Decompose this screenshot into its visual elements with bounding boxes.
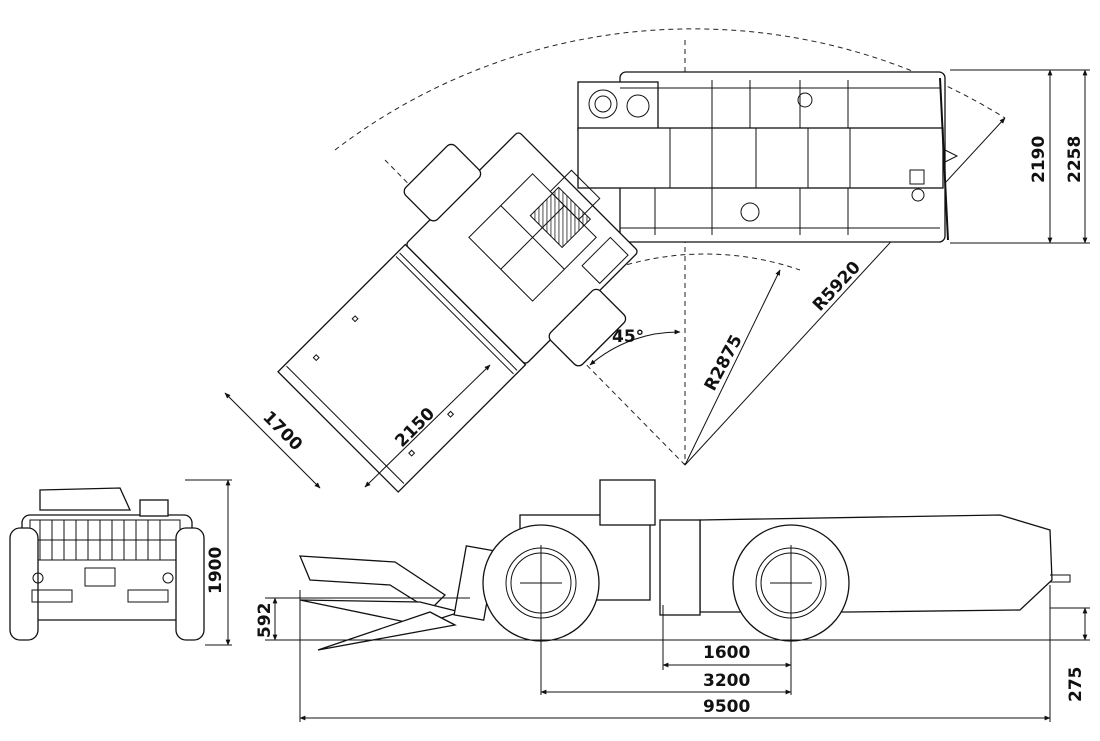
dim-plan-width-outer: 2258 — [1065, 136, 1085, 183]
dim-axle-to-hinge: 1600 — [703, 643, 750, 663]
radius-line-inner — [684, 269, 781, 466]
dim-overall-length: 9500 — [703, 697, 750, 717]
outer-turning-arc — [334, 28, 1006, 151]
dim-dump-height: 592 — [255, 603, 275, 639]
dim-front-height: 1900 — [206, 547, 226, 594]
dim-ground-clearance: 275 — [1066, 667, 1086, 703]
plan-view — [224, 28, 1090, 493]
rear-frame-plan — [577, 71, 959, 243]
dim-bucket-width: 1700 — [258, 407, 306, 455]
dim-plan-width-inner: 2190 — [1029, 136, 1049, 183]
side-view — [265, 479, 1090, 722]
dim-outer-radius: R5920 — [809, 257, 865, 315]
front-view — [9, 479, 232, 646]
radius-line-outer — [684, 117, 1006, 466]
angle-arc — [589, 329, 681, 366]
dim-wheelbase: 3200 — [703, 671, 750, 691]
dim-angle: 45° — [612, 327, 644, 347]
